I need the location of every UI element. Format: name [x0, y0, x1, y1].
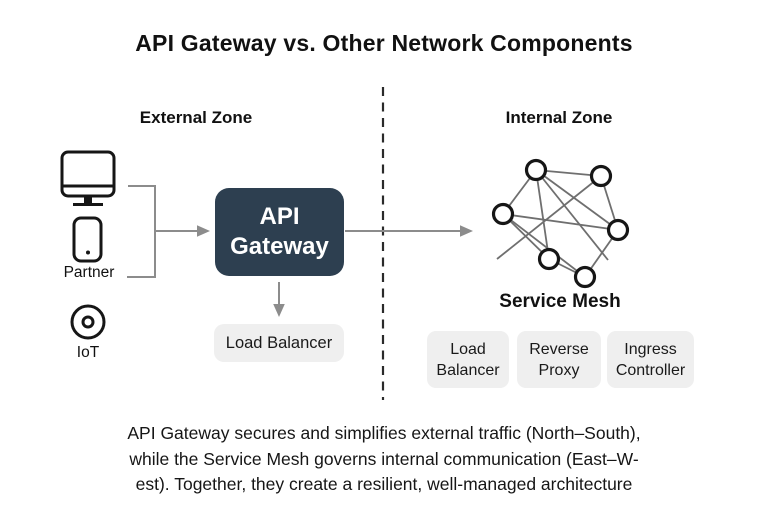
mobile-icon [72, 216, 103, 263]
external-zone-label: External Zone [139, 108, 253, 127]
service-mesh-label: Service Mesh [499, 291, 621, 312]
mesh-edge [535, 169, 609, 261]
mesh-node [606, 218, 630, 242]
internal-component-load-balancer: Load Balancer [427, 331, 509, 388]
mesh-node [537, 247, 561, 271]
desktop-icon [60, 150, 116, 206]
iot-icon [70, 304, 106, 340]
mesh-edge [502, 213, 619, 231]
mesh-node [524, 158, 548, 182]
caption-text: API Gateway secures and simplifies exter… [127, 423, 641, 494]
api-gateway-node: API Gateway [215, 188, 344, 276]
mesh-edge [535, 169, 619, 231]
internal-zone-label: Internal Zone [505, 108, 613, 127]
mesh-edge [502, 213, 586, 278]
internal-component-ingress-controller: Ingress Controller [607, 331, 694, 388]
partner-label: Partner [63, 264, 115, 281]
mesh-edge [535, 169, 550, 260]
external-load-balancer-node: Load Balancer [214, 324, 344, 362]
internal-component-reverse-proxy: Reverse Proxy [517, 331, 601, 388]
page-title: API Gateway vs. Other Network Components [135, 30, 633, 56]
arrow-gateway-to-load-balancer [273, 282, 285, 317]
service-mesh-graph [491, 158, 630, 289]
arrow-sources-to-gateway [155, 225, 210, 237]
arrow-gateway-to-mesh [345, 225, 473, 237]
iot-label: IoT [76, 344, 100, 361]
mesh-node [573, 265, 597, 289]
mesh-edge [496, 175, 602, 260]
mesh-node [491, 202, 515, 226]
mesh-node [589, 164, 613, 188]
